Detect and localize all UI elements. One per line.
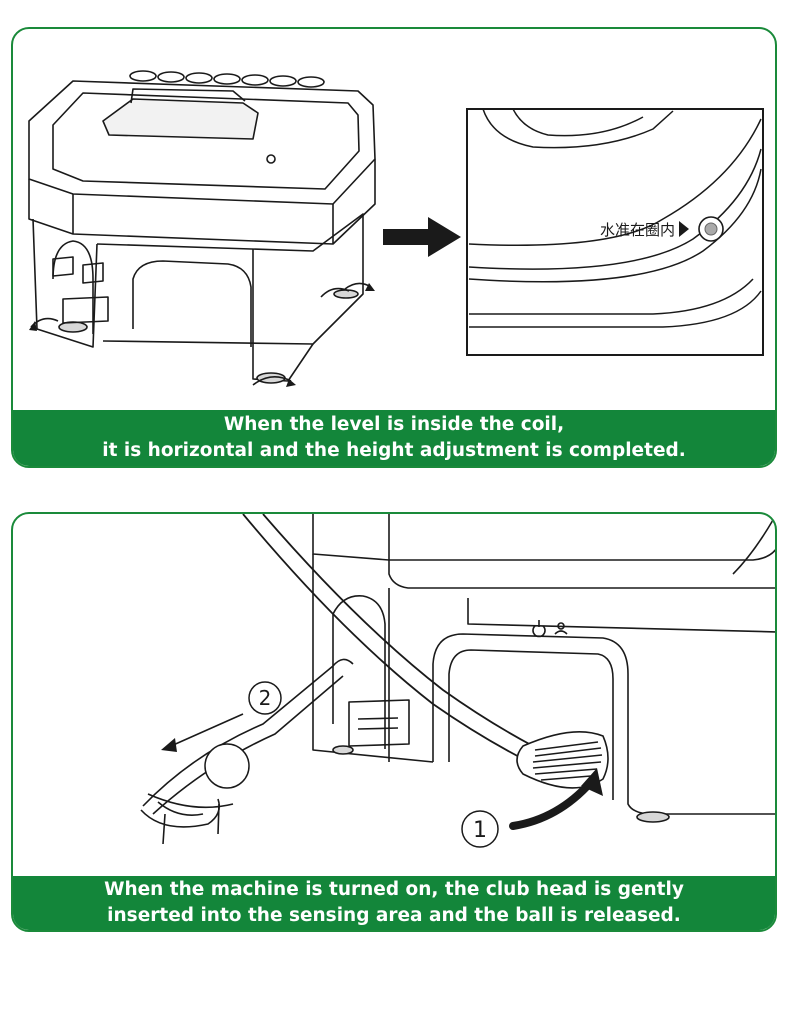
front-opening — [132, 260, 252, 347]
golf-ball — [204, 743, 250, 789]
step-1-marker: 1 — [461, 810, 499, 848]
insert-arrow — [509, 778, 595, 830]
svg-text:2: 2 — [259, 686, 272, 710]
club-shaft — [242, 514, 534, 765]
sensing-area — [432, 633, 775, 815]
caption-bottom-line-1: When the machine is turned on, the club … — [104, 879, 684, 900]
ball-release-panel: 2 1 When the machine is turned on, the c… — [11, 512, 777, 932]
level-bubble-small — [266, 154, 276, 164]
sensor-icon — [557, 622, 565, 630]
svg-text:1: 1 — [473, 818, 487, 843]
ball-rail — [142, 665, 334, 807]
machine-level-illustration: 水准在圈内 — [28, 70, 764, 387]
top-slots — [129, 70, 325, 88]
caption-top: When the level is inside the coil, it is… — [13, 410, 775, 466]
caption-bottom: When the machine is turned on, the club … — [13, 876, 775, 930]
arrow-to-detail — [383, 217, 461, 257]
caption-bottom-line-2: inserted into the sensing area and the b… — [107, 905, 681, 926]
pointer-triangle-icon — [679, 221, 689, 237]
step-2-marker: 2 — [248, 681, 282, 715]
level-detail-zoom: 水准在圈内 — [466, 108, 764, 356]
club-sensing-illustration: 2 1 — [140, 514, 775, 848]
caption-top-line-1: When the level is inside the coil, — [223, 414, 565, 435]
level-label: 水准在圈内 — [600, 221, 675, 239]
power-icon — [532, 620, 546, 638]
release-arrow — [170, 713, 244, 747]
level-instruction-panel: 水准在圈内 When the level is inside the coil,… — [11, 27, 777, 468]
caption-top-line-2: it is horizontal and the height adjustme… — [102, 440, 686, 461]
machine-body-top — [388, 514, 775, 589]
